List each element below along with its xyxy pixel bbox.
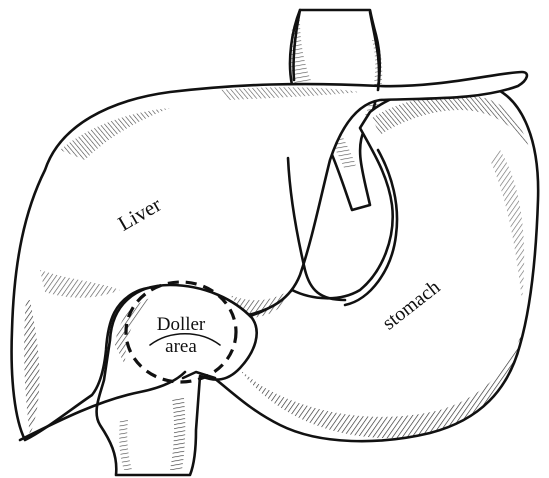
doller-area-label-line1: Doller xyxy=(157,314,206,335)
doller-area-label-line2: area xyxy=(165,336,197,357)
